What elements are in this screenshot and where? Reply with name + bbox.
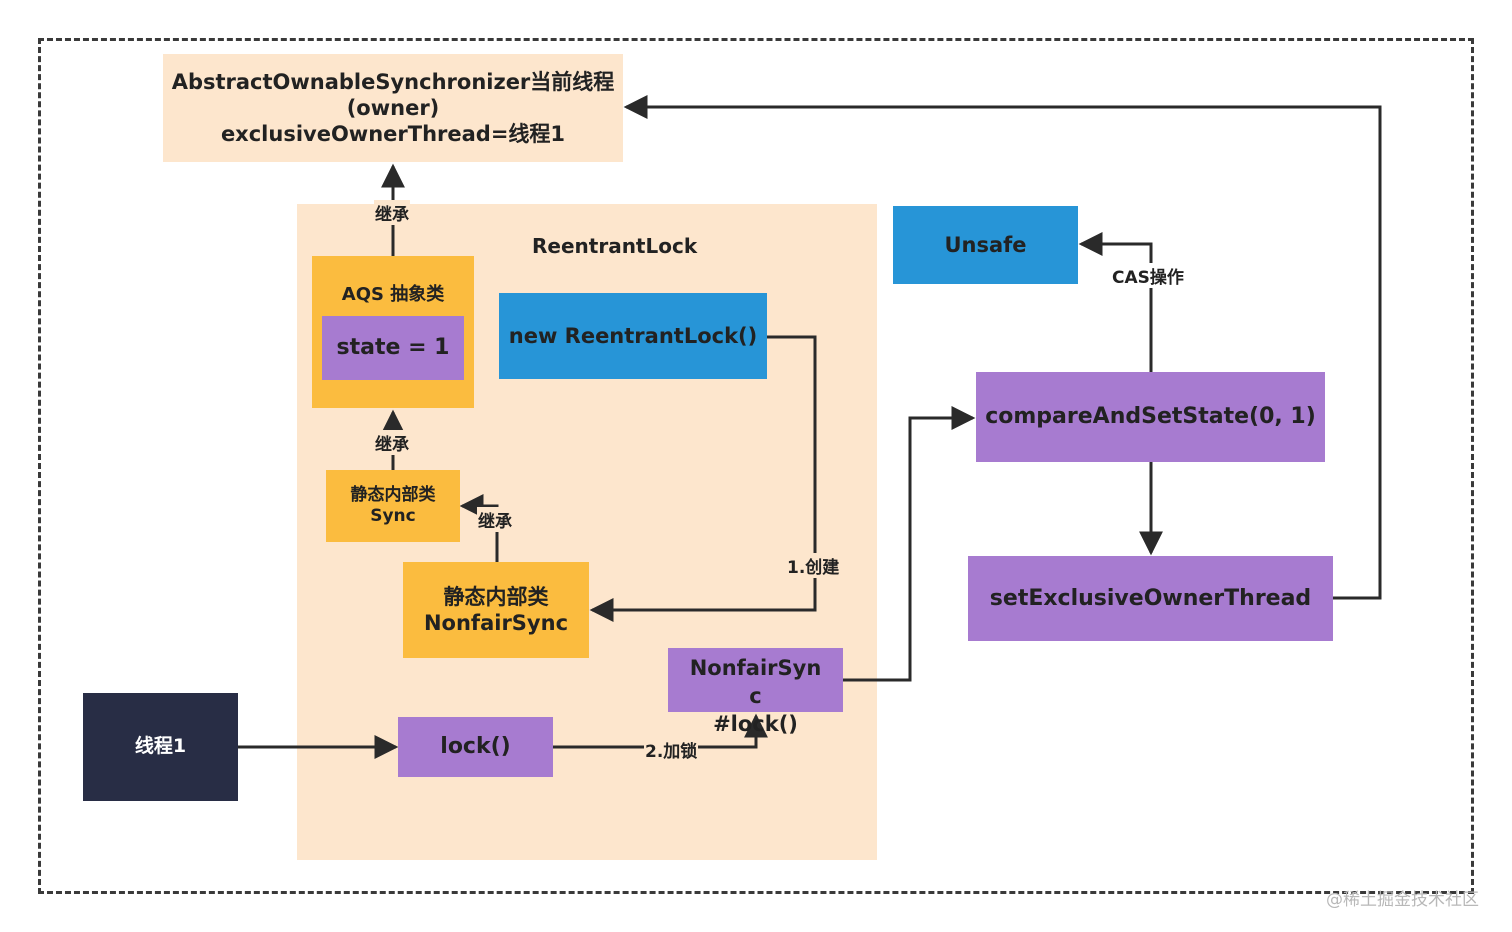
sync-line2: Sync xyxy=(370,506,416,526)
edge-label-inherit-2: 继承 xyxy=(374,430,410,455)
edge-label-inherit-1: 继承 xyxy=(374,200,410,225)
edge-label-cas: CAS操作 xyxy=(1111,263,1185,288)
aqs-owner-box: AbstractOwnableSynchronizer当前线程 (owner) … xyxy=(163,54,623,162)
set-exclusive-label: setExclusiveOwnerThread xyxy=(989,585,1312,611)
outer-dashed-frame xyxy=(38,38,1474,894)
nonfairsync-box: 静态内部类 NonfairSync xyxy=(403,562,589,658)
edge-cas-to-unsafe xyxy=(1078,232,1153,372)
watermark: @稀土掘金技术社区 xyxy=(1326,890,1479,910)
edge-new-to-nonfairsync xyxy=(589,335,817,622)
state-label: state = 1 xyxy=(336,335,450,361)
nonfair-lock-line3: #lock() xyxy=(713,712,798,736)
edge-nonfairsync-to-sync xyxy=(459,494,499,562)
lock-label: lock() xyxy=(440,734,511,760)
thread1-label: 线程1 xyxy=(134,735,187,758)
sync-box: 静态内部类 Sync xyxy=(326,470,460,542)
set-exclusive-box: setExclusiveOwnerThread xyxy=(968,556,1333,641)
aqs-owner-line2: (owner) xyxy=(346,95,440,120)
compare-and-set-box: compareAndSetState(0, 1) xyxy=(976,372,1325,462)
edge-label-inherit-3: 继承 xyxy=(477,507,513,532)
unsafe-box: Unsafe xyxy=(893,206,1078,284)
aqs-abstract-label: AQS 抽象类 xyxy=(341,284,445,305)
lock-box: lock() xyxy=(398,717,553,777)
thread1-box: 线程1 xyxy=(83,693,238,801)
nonfairsync-line1: 静态内部类 xyxy=(443,584,549,609)
nonfair-lock-label: NonfairSyn c #lock() xyxy=(668,654,843,738)
aqs-owner-line3: exclusiveOwnerThread=线程1 xyxy=(220,122,566,147)
edge-lock-to-nonfairlock xyxy=(553,713,768,749)
aqs-abstract-box: AQS 抽象类 state = 1 xyxy=(312,256,474,408)
edge-label-lock-step: 2.加锁 xyxy=(644,737,699,762)
nonfair-lock-line1: NonfairSyn xyxy=(689,656,822,680)
nonfairsync-line2: NonfairSync xyxy=(423,611,569,635)
new-reentrantlock-label: new ReentrantLock() xyxy=(508,323,758,348)
aqs-owner-line1: AbstractOwnableSynchronizer当前线程 xyxy=(171,69,615,94)
unsafe-label: Unsafe xyxy=(944,232,1027,257)
edge-setexclusive-to-owner xyxy=(623,95,1382,600)
sync-line1: 静态内部类 xyxy=(350,484,436,505)
nonfair-lock-line2: c xyxy=(749,684,762,708)
state-box: state = 1 xyxy=(322,316,464,380)
new-reentrantlock-box: new ReentrantLock() xyxy=(499,293,767,379)
edge-nonfairlock-to-cas xyxy=(843,406,976,682)
reentrantlock-title: ReentrantLock xyxy=(532,234,698,258)
edge-label-create: 1.创建 xyxy=(786,553,841,578)
nonfair-lock-box xyxy=(668,648,843,712)
compare-and-set-label: compareAndSetState(0, 1) xyxy=(985,404,1316,430)
